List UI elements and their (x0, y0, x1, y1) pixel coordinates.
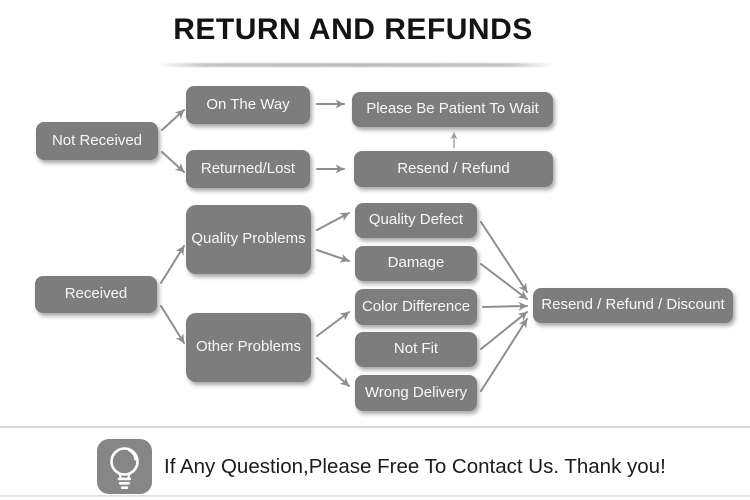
flow-node-not-received: Not Received (36, 122, 158, 160)
title-underline-decoration (158, 63, 556, 67)
flow-node-resend-refund-discount: Resend / Refund / Discount (533, 288, 733, 323)
arrow-not-received-to-on-the-way (161, 109, 185, 131)
footer-top-divider (0, 426, 750, 428)
arrow-not-fit-to-discount (480, 311, 528, 350)
light-bulb-badge (97, 439, 152, 494)
footer-bottom-divider (0, 495, 750, 497)
arrow-quality-problems-to-damage (316, 249, 350, 263)
arrow-other-problems-to-wrong-delivery (316, 357, 350, 387)
flow-node-not-fit: Not Fit (355, 332, 477, 367)
flow-node-quality-defect: Quality Defect (355, 203, 477, 238)
flow-node-color-difference: Color Difference (355, 289, 477, 325)
footer-message: If Any Question,Please Free To Contact U… (164, 454, 666, 478)
arrow-received-to-other-problems (160, 305, 185, 344)
flow-node-returned-lost: Returned/Lost (186, 150, 310, 188)
flow-node-wrong-delivery: Wrong Delivery (355, 375, 477, 411)
arrow-quality-problems-to-quality-defect (316, 212, 350, 231)
flow-node-quality-problems: Quality Problems (186, 205, 311, 274)
flow-node-other-problems: Other Problems (186, 313, 311, 382)
arrow-received-to-quality-problems (160, 245, 185, 284)
light-bulb-icon (110, 447, 139, 489)
arrow-wrong-delivery-to-discount (480, 318, 528, 392)
flow-node-resend-refund: Resend / Refund (354, 151, 553, 187)
flow-node-please-be-patient: Please Be Patient To Wait (352, 92, 553, 127)
page-title: RETURN AND REFUNDS (173, 13, 533, 46)
arrow-quality-defect-to-discount (480, 221, 528, 293)
arrow-not-received-to-returned-lost (161, 151, 185, 173)
flow-node-received: Received (35, 276, 157, 313)
arrow-color-difference-to-discount (482, 301, 528, 311)
flow-node-damage: Damage (355, 246, 477, 281)
arrow-damage-to-discount (480, 263, 528, 300)
arrow-other-problems-to-color-difference (316, 311, 350, 337)
flow-node-on-the-way: On The Way (186, 86, 310, 124)
